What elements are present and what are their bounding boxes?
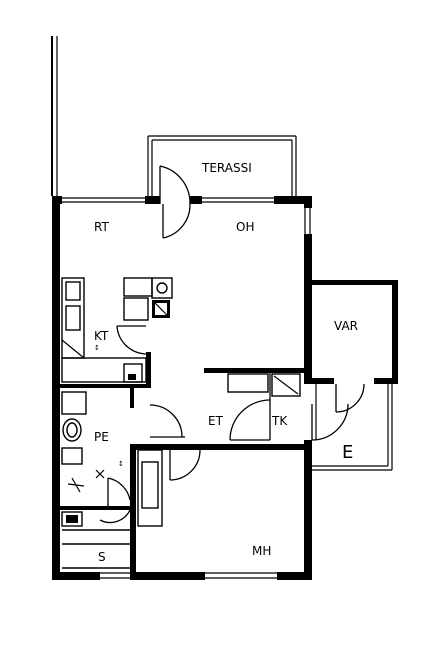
label-rt: RT [94,220,109,234]
storage-walls [312,280,398,385]
label-oh: OH [236,220,254,234]
terrace-rail [51,36,58,196]
label-s: S [98,550,106,564]
kitchen-fixtures [61,277,173,383]
label-e: E [342,442,353,463]
utility-fixtures [137,373,301,527]
bathroom-appliance-marker: ↕ [118,460,124,468]
entrance-outline [312,384,393,471]
bathroom-fixtures [61,391,105,493]
label-tk: TK [271,414,288,428]
label-terassi: TERASSI [201,161,252,175]
interior-walls [60,352,306,574]
label-var: VAR [334,319,358,333]
kitchen-appliance-marker: ↕ [94,344,100,352]
label-mh: MH [252,544,271,558]
doors [99,165,365,524]
label-pe: PE [94,430,109,444]
label-et: ET [208,414,224,428]
label-kt: KT [94,329,109,343]
sauna-fixtures [61,511,130,569]
outer-walls [52,196,313,581]
terrace-outline [147,135,297,196]
